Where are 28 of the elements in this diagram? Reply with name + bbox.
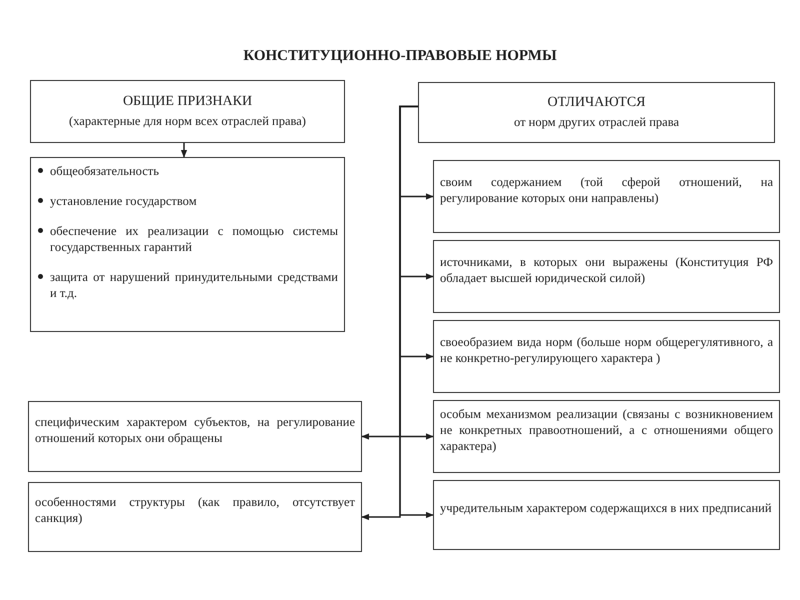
box-text: специфическим характером субъектов, на регулирование отношений которых они обращены [35, 414, 355, 446]
header-box [30, 80, 345, 143]
list-item: защита от нарушений принудительными средствами и т.д. [50, 269, 338, 301]
text-box [433, 320, 780, 393]
text-box [433, 400, 780, 473]
box-text: источниками, в которых они выражены (Конституция РФ обладает высшей юридической силой) [440, 254, 773, 286]
list-item: общеобязательность [50, 163, 160, 179]
text-box [28, 482, 362, 552]
arrow [180, 143, 188, 158]
subheading: (характерные для норм всех отраслей права) [68, 113, 307, 129]
diagram-title: КОНСТИТУЦИОННО-ПРАВОВЫЕ НОРМЫ [242, 48, 558, 65]
box-text: особенностями структуры (как правило, отсутствует санкция) [35, 494, 355, 526]
heading: ОТЛИЧАЮТСЯ [546, 95, 647, 111]
box-text: особым механизмом реализации (связаны с возникновением не конкретных правоотношений, а с отношениями общего характера) [440, 406, 773, 454]
list-item: установление государством [50, 193, 198, 209]
text-box [433, 240, 780, 313]
arrow [361, 106, 418, 520]
subheading: от норм других отраслей права [512, 114, 680, 130]
list-box [30, 157, 345, 332]
box-text: своеобразием вида норм (больше норм общерегулятивного, а не конкретно-регулирующего характера ) [440, 334, 773, 366]
header-box [418, 82, 775, 143]
box-text: своим содержанием (той сферой отношений, на регулирование которых они направлены) [440, 174, 773, 206]
text-box [28, 401, 362, 472]
box-text: учредительным характером содержащихся в них предписаний [440, 500, 773, 516]
text-box [433, 480, 780, 550]
heading: ОБЩИЕ ПРИЗНАКИ [122, 94, 254, 110]
text-box [433, 160, 780, 233]
list-item: обеспечение их реализации с помощью системы государственных гарантий [50, 223, 338, 255]
